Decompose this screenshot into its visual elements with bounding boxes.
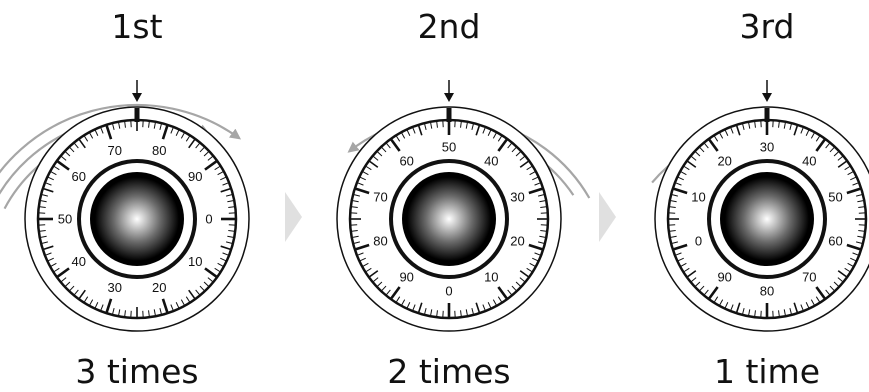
dial-number: 40 — [72, 254, 86, 269]
dial-number: 80 — [152, 143, 166, 158]
dial-number: 60 — [72, 169, 86, 184]
dial-number: 70 — [373, 189, 387, 204]
dial-number: 40 — [484, 153, 498, 168]
knob — [95, 177, 179, 261]
step-2-ordinal: 2nd — [418, 7, 481, 46]
step-2-caption: 2 times — [387, 352, 510, 391]
index-mark — [135, 108, 140, 122]
dial-number: 0 — [695, 234, 702, 249]
dial-number: 10 — [691, 189, 705, 204]
pointer-arrow-icon — [444, 93, 454, 102]
dial-number: 80 — [760, 284, 774, 299]
step-3-ordinal: 3rd — [740, 7, 795, 46]
pointer-arrow-icon — [132, 93, 142, 102]
pointer-arrow-icon — [762, 93, 772, 102]
knob — [725, 177, 809, 261]
step-1-ordinal: 1st — [111, 7, 162, 46]
dial-number: 50 — [58, 212, 72, 227]
step-1: 1st 70 80 90 0 10 20 30 40 50 60 3 times — [0, 7, 249, 391]
dial-number: 90 — [188, 169, 202, 184]
dial-number: 90 — [717, 270, 731, 285]
dial-number: 20 — [717, 153, 731, 168]
dial-number: 30 — [510, 189, 524, 204]
step-2: 2nd 5040302010090807060 2 times — [337, 7, 589, 391]
knob — [407, 177, 491, 261]
index-mark — [765, 108, 770, 122]
dial-number: 50 — [442, 140, 456, 155]
dial-number: 10 — [484, 270, 498, 285]
dial-number: 20 — [510, 234, 524, 249]
step-1-dial: 70 80 90 0 10 20 30 40 50 60 — [25, 80, 249, 331]
dial-number: 60 — [399, 153, 413, 168]
dial-number: 30 — [108, 280, 122, 295]
dial-number: 70 — [108, 143, 122, 158]
dial-number: 20 — [152, 280, 166, 295]
step-3-dial: 30 40 50 60 70 80 90 0 10 20 — [655, 80, 869, 331]
dial-number: 80 — [373, 234, 387, 249]
dial-number: 40 — [802, 153, 816, 168]
index-mark — [447, 108, 452, 122]
dial-number: 90 — [399, 270, 413, 285]
dial-number: 0 — [205, 212, 212, 227]
step-3: 3rd 30 40 50 60 70 80 90 0 10 20 1 time — [652, 7, 869, 391]
step-2-dial: 5040302010090807060 — [337, 80, 561, 331]
step-1-caption: 3 times — [75, 352, 198, 391]
step-3-caption: 1 time — [714, 352, 820, 391]
dial-number: 30 — [760, 140, 774, 155]
dial-number: 0 — [445, 284, 452, 299]
dial-number: 60 — [828, 234, 842, 249]
dial-number: 10 — [188, 254, 202, 269]
dial-number: 70 — [802, 270, 816, 285]
next-step-arrow — [599, 192, 616, 242]
dial-number: 50 — [828, 189, 842, 204]
next-step-arrow — [285, 192, 302, 242]
